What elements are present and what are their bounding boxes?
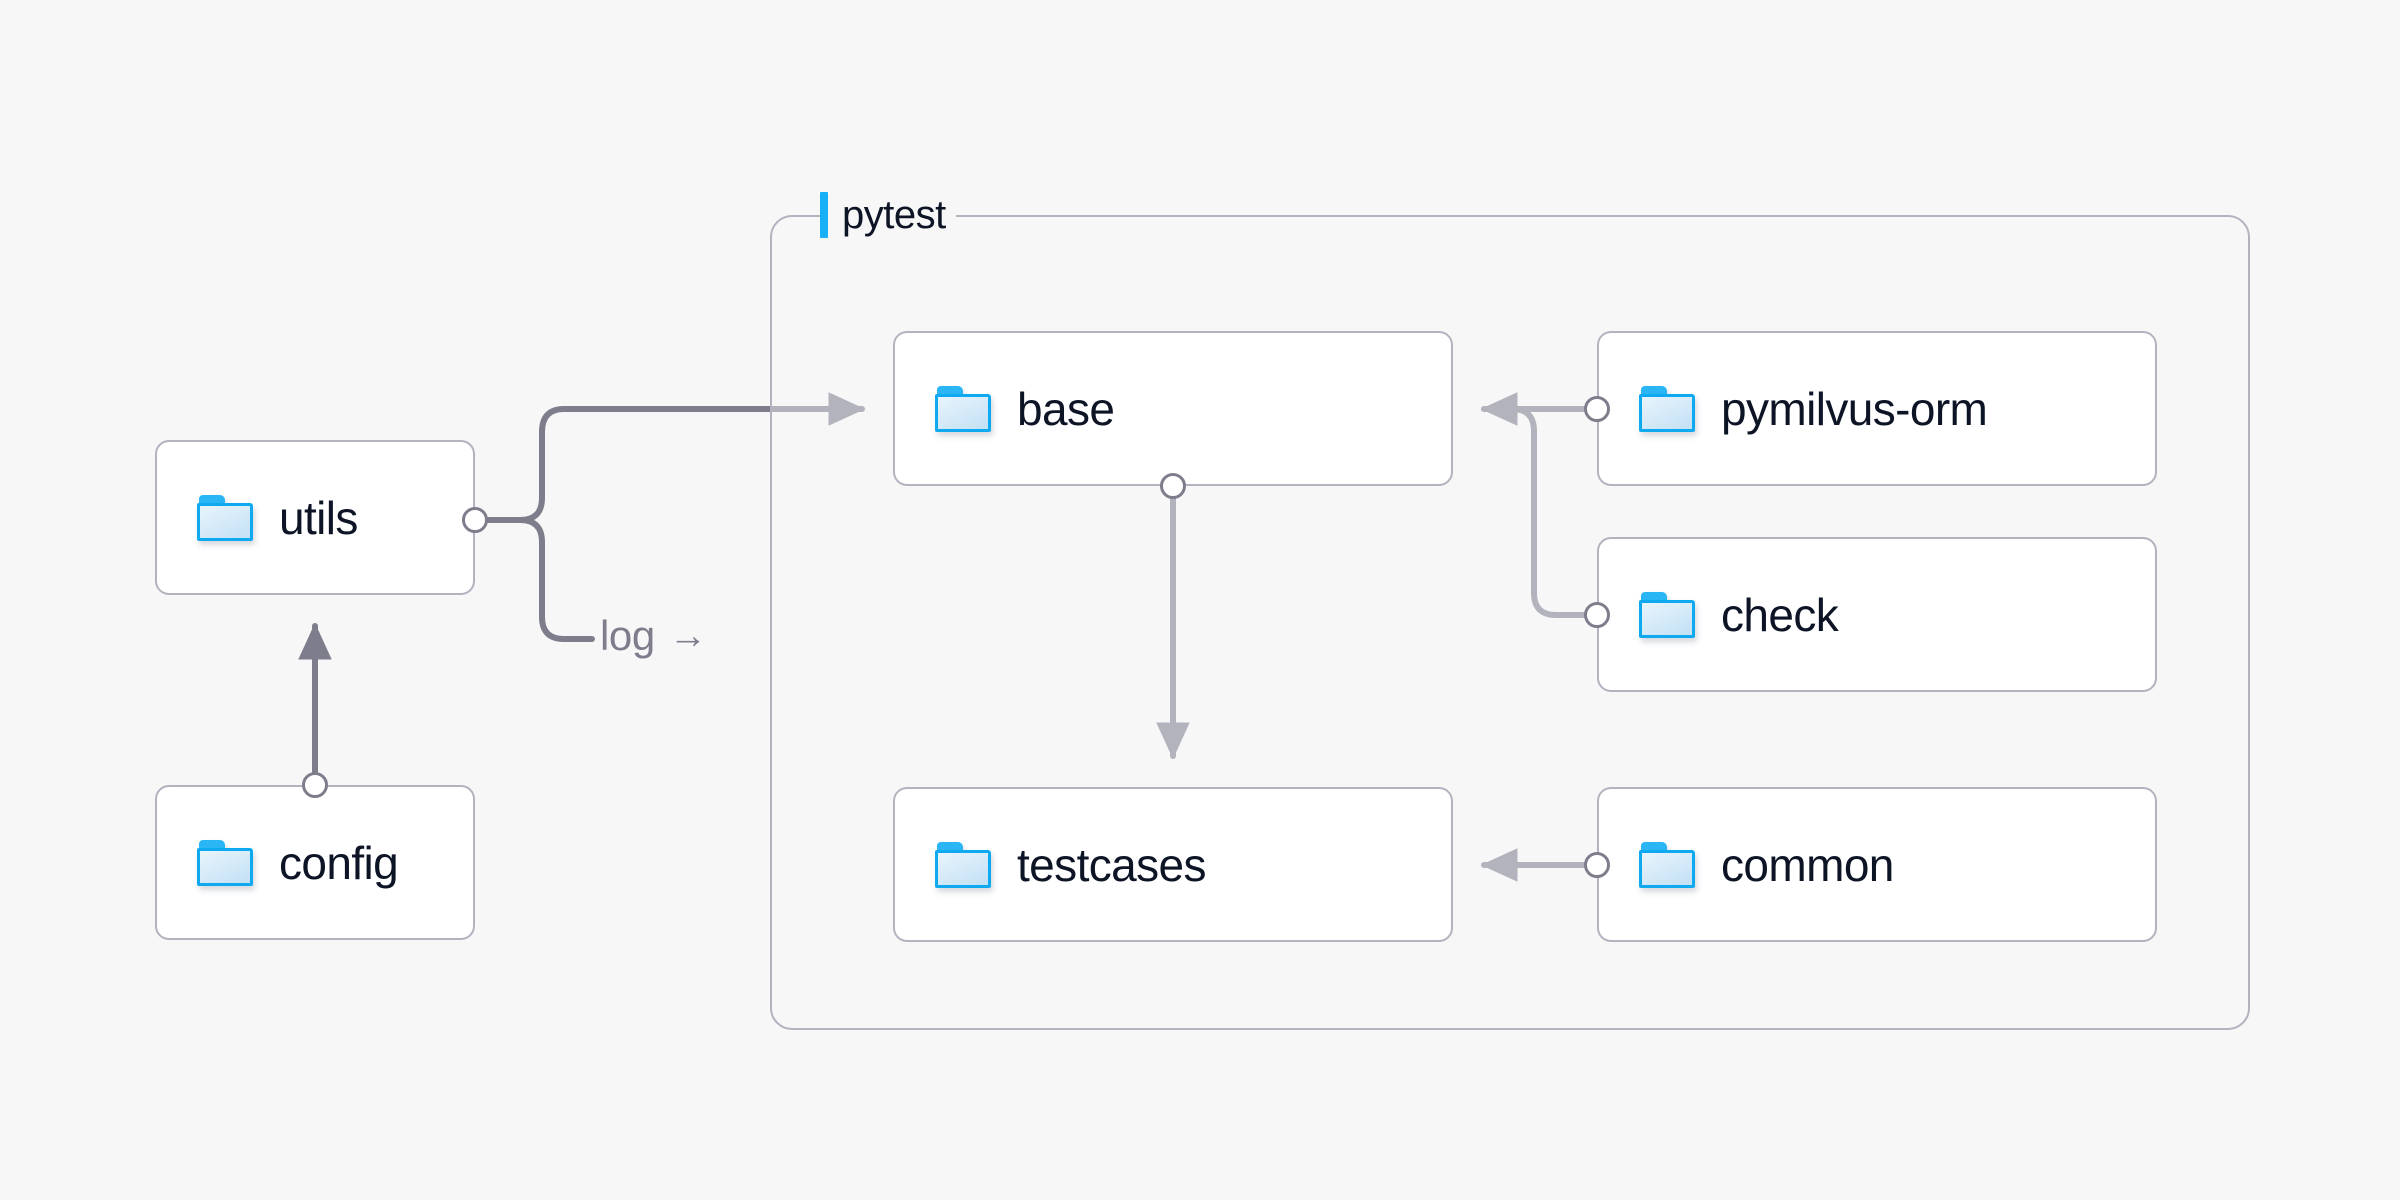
node-base[interactable]: base [893,331,1453,486]
node-common[interactable]: common [1597,787,2157,942]
handle-common-left[interactable] [1584,852,1610,878]
handle-utils-right[interactable] [462,507,488,533]
handle-base-bottom[interactable] [1160,473,1186,499]
handle-config-top[interactable] [302,772,328,798]
node-label: testcases [1017,838,1207,891]
node-label: common [1721,838,1894,891]
folder-icon [1639,385,1695,432]
node-label: utils [279,491,358,544]
node-testcases[interactable]: testcases [893,787,1453,942]
arrow-right-icon: → [668,615,707,657]
node-label: pymilvus-orm [1721,382,1988,435]
edge-label-text: log [600,612,655,659]
handle-pymilvus-orm-left[interactable] [1584,396,1610,422]
folder-icon [935,841,991,888]
node-label: base [1017,382,1115,435]
folder-icon [197,494,253,541]
folder-icon [1639,591,1695,638]
node-check[interactable]: check [1597,537,2157,692]
group-title: pytest [842,193,946,237]
handle-check-left[interactable] [1584,602,1610,628]
node-config[interactable]: config [155,785,475,940]
folder-icon [935,385,991,432]
group-label-pytest: pytest [820,192,956,238]
edge-label-log[interactable]: log → [600,612,707,659]
folder-icon [1639,841,1695,888]
edge-utils-to-log [485,517,595,642]
folder-icon [197,839,253,886]
group-accent-bar [820,192,828,238]
node-pymilvus-orm[interactable]: pymilvus-orm [1597,331,2157,486]
node-utils[interactable]: utils [155,440,475,595]
node-label: check [1721,588,1839,641]
node-label: config [279,836,399,889]
